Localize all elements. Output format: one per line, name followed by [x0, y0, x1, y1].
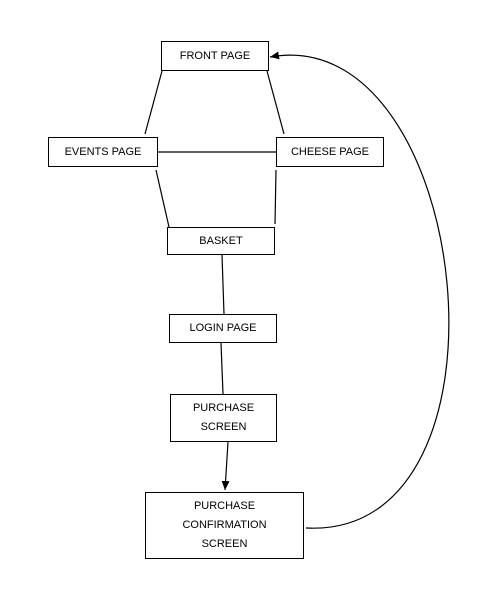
edge-confirmation-front-return — [269, 51, 450, 529]
edge-login-purchase — [220, 342, 224, 395]
purchase-confirmation-screen-node: PURCHASE CONFIRMATION SCREEN — [145, 492, 304, 559]
basket-node: BASKET — [167, 227, 275, 255]
edge-events-basket — [155, 169, 170, 228]
edge-front-events — [144, 70, 163, 135]
purchase-screen-node: PURCHASE SCREEN — [170, 394, 277, 442]
login-page-node: LOGIN PAGE — [169, 314, 277, 343]
events-page-node: EVENTS PAGE — [48, 137, 158, 167]
edge-cheese-basket — [274, 169, 277, 225]
cheese-page-node: CHEESE PAGE — [276, 137, 384, 167]
edge-front-cheese — [266, 70, 285, 135]
edge-basket-login — [221, 254, 225, 315]
front-page-node: FRONT PAGE — [161, 41, 269, 71]
edge-purchase-confirmation — [221, 441, 230, 491]
